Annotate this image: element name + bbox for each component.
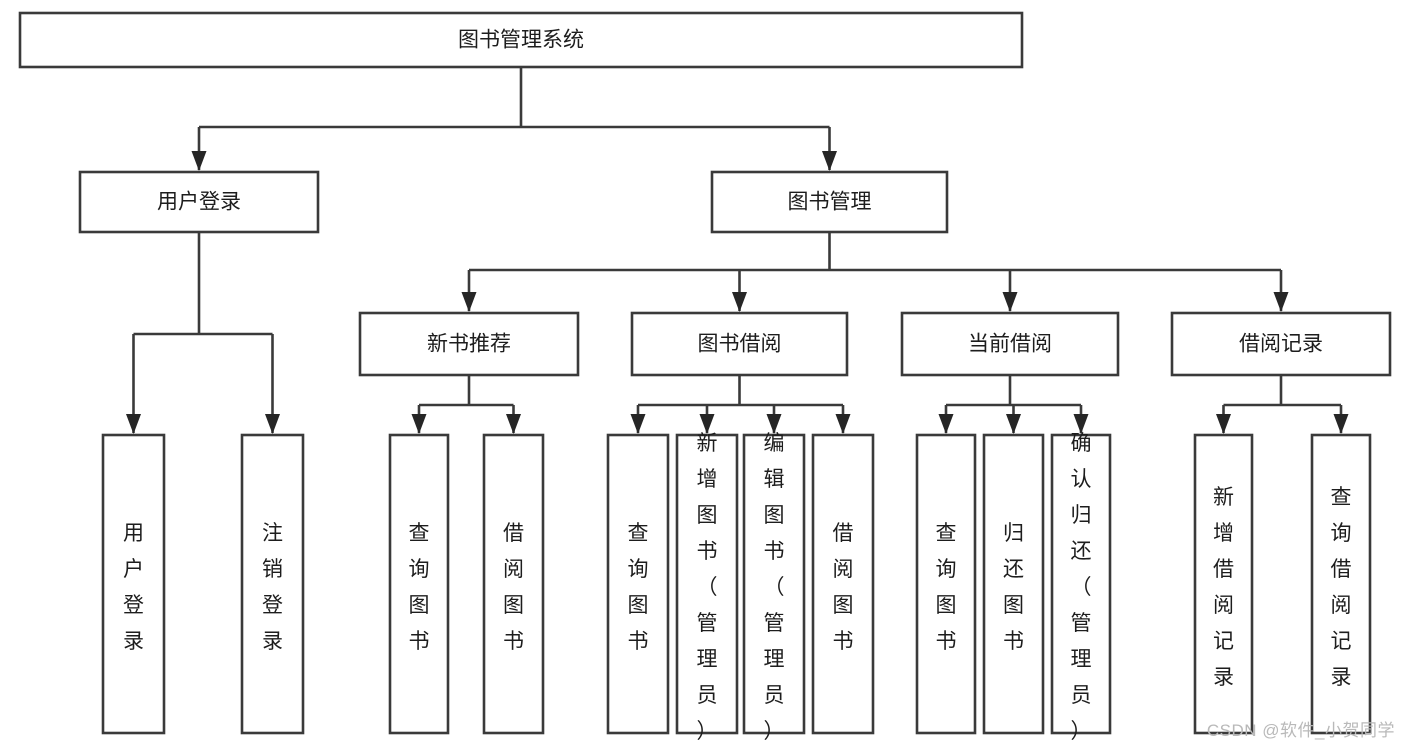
node-leaf-9[interactable]: 查询图书 [915, 433, 977, 735]
node-root-label: 图书管理系统 [458, 29, 584, 52]
connector-layer [126, 67, 1349, 434]
node-leaf-10-label: 归还图书 [1003, 522, 1024, 653]
node-leaf-6-label: 新增图书（管理员） [697, 432, 718, 743]
node-leaf-5-label: 查询图书 [628, 522, 649, 653]
node-level1-1-label: 用户登录 [157, 191, 241, 214]
node-leaf-7-label: 编辑图书（管理员） [764, 432, 785, 743]
node-level2-2[interactable]: 图书借阅 [630, 311, 849, 377]
node-leaf-5[interactable]: 查询图书 [606, 433, 670, 735]
node-leaf-3-label: 查询图书 [409, 522, 430, 653]
node-level2-4-label: 借阅记录 [1239, 333, 1323, 356]
node-level2-2-label: 图书借阅 [698, 333, 782, 356]
node-level2-4[interactable]: 借阅记录 [1170, 311, 1392, 377]
node-level2-1[interactable]: 新书推荐 [358, 311, 580, 377]
node-leaf-10[interactable]: 归还图书 [982, 433, 1045, 735]
node-leaf-13-label: 查询借阅记录 [1331, 486, 1352, 689]
node-leaf-4-label: 借阅图书 [503, 522, 524, 653]
node-leaf-13[interactable]: 查询借阅记录 [1310, 433, 1372, 735]
node-leaf-7[interactable]: 编辑图书（管理员） [742, 432, 806, 743]
node-level2-1-label: 新书推荐 [427, 333, 511, 356]
node-leaf-8[interactable]: 借阅图书 [811, 433, 875, 735]
node-layer: 图书管理系统用户登录图书管理新书推荐图书借阅当前借阅借阅记录用户登录注销登录查询… [18, 11, 1392, 743]
node-root[interactable]: 图书管理系统 [18, 11, 1024, 69]
node-leaf-4[interactable]: 借阅图书 [482, 433, 545, 735]
node-level1-2[interactable]: 图书管理 [710, 170, 949, 234]
node-leaf-2-label: 注销登录 [262, 522, 283, 653]
node-leaf-9-label: 查询图书 [936, 522, 957, 653]
node-leaf-8-label: 借阅图书 [833, 522, 854, 653]
node-level1-2-label: 图书管理 [788, 191, 872, 214]
node-level1-1[interactable]: 用户登录 [78, 170, 320, 234]
node-leaf-1-label: 用户登录 [123, 522, 144, 653]
node-level2-3[interactable]: 当前借阅 [900, 311, 1120, 377]
node-leaf-12[interactable]: 新增借阅记录 [1193, 433, 1254, 735]
node-leaf-6[interactable]: 新增图书（管理员） [675, 432, 739, 743]
node-leaf-3[interactable]: 查询图书 [388, 433, 450, 735]
node-level2-3-label: 当前借阅 [968, 333, 1052, 356]
node-leaf-11[interactable]: 确认归还（管理员） [1050, 432, 1112, 743]
node-leaf-2[interactable]: 注销登录 [240, 433, 305, 735]
node-leaf-1[interactable]: 用户登录 [101, 433, 166, 735]
node-leaf-12-label: 新增借阅记录 [1213, 486, 1234, 689]
node-leaf-11-label: 确认归还（管理员） [1071, 432, 1092, 743]
